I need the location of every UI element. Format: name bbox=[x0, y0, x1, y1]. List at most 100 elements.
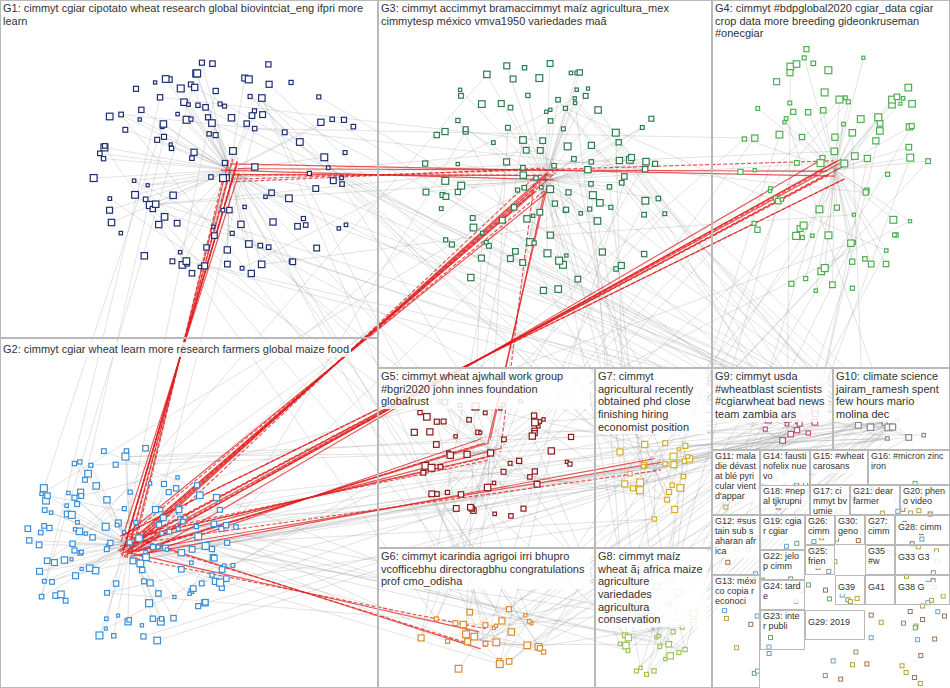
vertex-icon bbox=[421, 470, 426, 475]
tie-line bbox=[124, 462, 661, 552]
vertex-icon bbox=[351, 124, 356, 128]
vertex-icon bbox=[222, 161, 227, 166]
vertex-icon bbox=[936, 610, 940, 614]
vertex-icon bbox=[547, 232, 553, 238]
vertex-icon bbox=[549, 108, 552, 111]
vertex-icon bbox=[467, 418, 472, 423]
group-label: G17: cimmyt bvumie bbox=[811, 486, 849, 518]
vertex-icon bbox=[146, 184, 149, 187]
vertex-icon bbox=[161, 214, 168, 221]
tie-line bbox=[538, 438, 909, 647]
vertex-icon bbox=[681, 474, 685, 478]
vertex-icon bbox=[547, 186, 554, 193]
tie-line bbox=[110, 199, 420, 413]
vertex-icon bbox=[217, 507, 222, 512]
vertex-icon bbox=[211, 521, 217, 527]
tie-line bbox=[655, 470, 669, 492]
vertex-icon bbox=[214, 495, 219, 500]
vertex-icon bbox=[537, 209, 543, 215]
vertex-icon bbox=[197, 492, 204, 499]
vertex-icon bbox=[510, 76, 516, 82]
vertex-icon bbox=[119, 112, 124, 117]
vertex-icon bbox=[124, 449, 128, 453]
vertex-icon bbox=[468, 505, 474, 511]
vertex-icon bbox=[545, 110, 548, 113]
vertex-icon bbox=[666, 642, 672, 648]
vertex-icon bbox=[40, 485, 47, 492]
vertex-icon bbox=[776, 131, 783, 138]
group-label: G27: cimm bbox=[866, 516, 894, 538]
vertex-icon bbox=[83, 478, 88, 483]
vertex-icon bbox=[207, 132, 211, 136]
vertex-icon bbox=[282, 130, 287, 135]
vertex-icon bbox=[499, 618, 505, 624]
vertex-icon bbox=[856, 422, 862, 428]
vertex-icon bbox=[75, 502, 80, 507]
vertex-icon bbox=[194, 525, 198, 529]
vertex-set bbox=[25, 47, 947, 686]
vertex-icon bbox=[240, 266, 244, 270]
vertex-icon bbox=[594, 218, 601, 225]
vertex-icon bbox=[151, 545, 156, 550]
vertex-icon bbox=[162, 76, 169, 83]
vertex-icon bbox=[649, 116, 654, 121]
vertex-icon bbox=[670, 483, 674, 487]
vertex-icon bbox=[520, 260, 526, 266]
vertex-icon bbox=[868, 261, 874, 267]
vertex-icon bbox=[203, 105, 209, 111]
tie-line bbox=[74, 464, 130, 546]
vertex-icon bbox=[223, 104, 227, 108]
vertex-icon bbox=[224, 523, 229, 528]
vertex-icon bbox=[453, 506, 459, 512]
vertex-icon bbox=[459, 94, 464, 99]
vertex-icon bbox=[243, 205, 246, 208]
vertex-icon bbox=[642, 212, 647, 217]
vertex-icon bbox=[43, 579, 47, 583]
vertex-icon bbox=[625, 635, 631, 641]
vertex-icon bbox=[156, 545, 160, 549]
vertex-icon bbox=[797, 421, 802, 426]
vertex-icon bbox=[78, 551, 83, 556]
vertex-icon bbox=[548, 119, 552, 123]
vertex-icon bbox=[918, 681, 922, 685]
tie-line bbox=[835, 158, 910, 170]
vertex-icon bbox=[102, 449, 107, 454]
vertex-icon bbox=[428, 464, 435, 471]
vertex-icon bbox=[195, 483, 200, 488]
vertex-icon bbox=[724, 505, 728, 509]
tie-line bbox=[130, 545, 162, 619]
vertex-icon bbox=[667, 490, 672, 495]
vertex-icon bbox=[857, 116, 864, 123]
vertex-icon bbox=[642, 167, 647, 172]
vertex-icon bbox=[140, 624, 143, 627]
vertex-icon bbox=[188, 592, 191, 595]
vertex-icon bbox=[619, 181, 624, 186]
vertex-icon bbox=[465, 639, 471, 645]
vertex-icon bbox=[98, 151, 103, 156]
vertex-icon bbox=[295, 224, 301, 230]
vertex-icon bbox=[498, 101, 504, 107]
tie-line bbox=[550, 215, 854, 236]
vertex-icon bbox=[159, 508, 163, 512]
vertex-icon bbox=[160, 121, 166, 127]
vertex-icon bbox=[528, 620, 532, 624]
tie-line bbox=[230, 119, 332, 170]
vertex-icon bbox=[824, 588, 828, 592]
vertex-icon bbox=[850, 259, 855, 264]
vertex-icon bbox=[811, 234, 814, 237]
vertex-icon bbox=[532, 241, 536, 245]
vertex-icon bbox=[50, 580, 55, 585]
vertex-icon bbox=[645, 673, 649, 677]
vertex-icon bbox=[617, 449, 623, 455]
tie-line bbox=[85, 137, 164, 480]
vertex-icon bbox=[901, 97, 905, 101]
vertex-icon bbox=[844, 96, 848, 100]
vertex-icon bbox=[542, 650, 546, 654]
vertex-icon bbox=[901, 507, 905, 511]
vertex-icon bbox=[189, 117, 193, 121]
vertex-icon bbox=[933, 637, 937, 641]
vertex-icon bbox=[814, 289, 817, 292]
vertex-icon bbox=[641, 463, 646, 468]
vertex-icon bbox=[224, 576, 230, 582]
tie-line bbox=[460, 90, 545, 180]
